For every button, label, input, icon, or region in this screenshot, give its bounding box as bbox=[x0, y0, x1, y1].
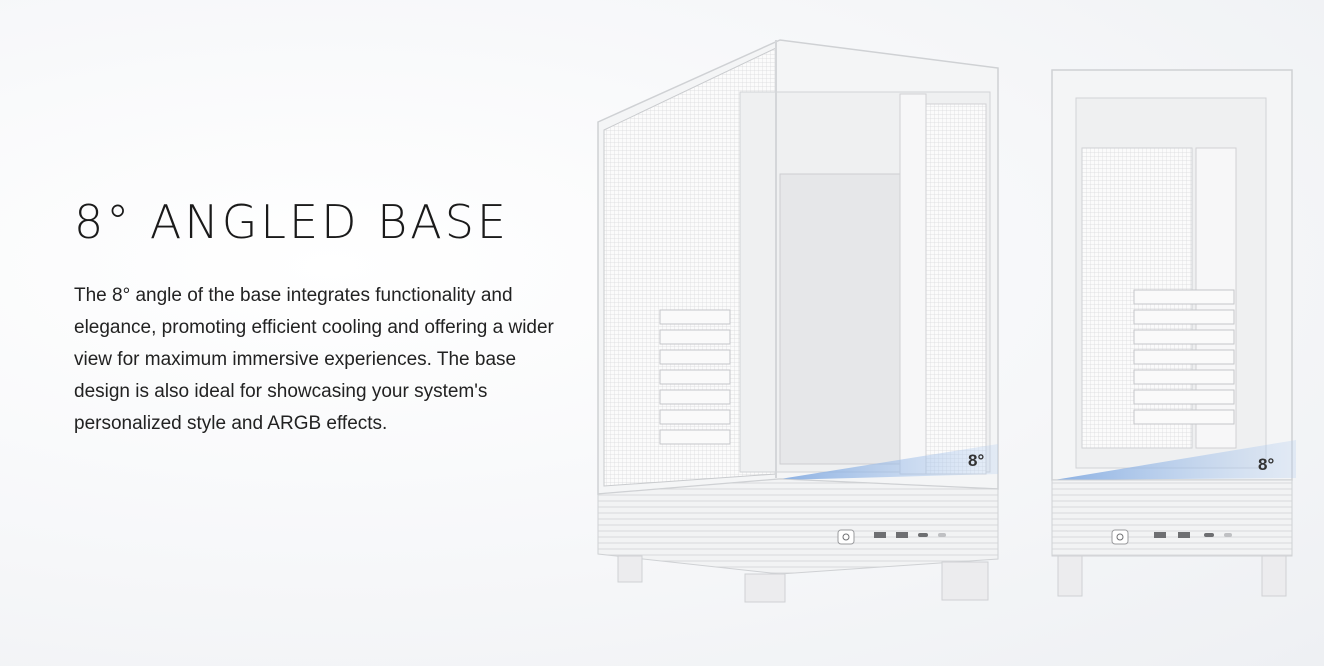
usb-port-icon bbox=[1178, 532, 1190, 538]
case-foot bbox=[1057, 555, 1083, 597]
case-foot bbox=[941, 561, 989, 601]
front-io-panel bbox=[1111, 529, 1232, 545]
angle-label: 8° bbox=[1258, 455, 1274, 474]
power-button-icon bbox=[1111, 529, 1129, 545]
power-button-icon bbox=[837, 529, 855, 545]
pc-case-angled-view-image: 8° bbox=[597, 39, 999, 603]
case-foot bbox=[617, 555, 643, 583]
usb-c-port-icon bbox=[1204, 533, 1214, 537]
feature-title: 8° ANGLED BASE bbox=[74, 195, 509, 249]
pcie-slot-brackets bbox=[659, 309, 731, 445]
feature-description: The 8° angle of the base integrates func… bbox=[74, 285, 554, 434]
usb-port-icon bbox=[874, 532, 886, 538]
angle-indicator bbox=[1054, 440, 1296, 480]
angle-indicator bbox=[780, 444, 998, 480]
pc-case-front-view-image: 8° bbox=[1051, 69, 1296, 597]
front-io-panel bbox=[837, 529, 946, 545]
rgb-button-icon bbox=[1224, 533, 1232, 537]
angle-label: 8° bbox=[968, 451, 984, 470]
case-foot bbox=[1261, 555, 1287, 597]
case-base bbox=[1051, 479, 1293, 557]
pcie-slot-brackets bbox=[1133, 289, 1235, 425]
usb-c-port-icon bbox=[918, 533, 928, 537]
case-foot bbox=[744, 573, 786, 603]
usb-port-icon bbox=[1154, 532, 1166, 538]
feature-text-block: 8° ANGLED BASE The 8° angle of the base … bbox=[74, 194, 574, 440]
rgb-button-icon bbox=[938, 533, 946, 537]
usb-port-icon bbox=[896, 532, 908, 538]
case-base bbox=[597, 478, 999, 575]
